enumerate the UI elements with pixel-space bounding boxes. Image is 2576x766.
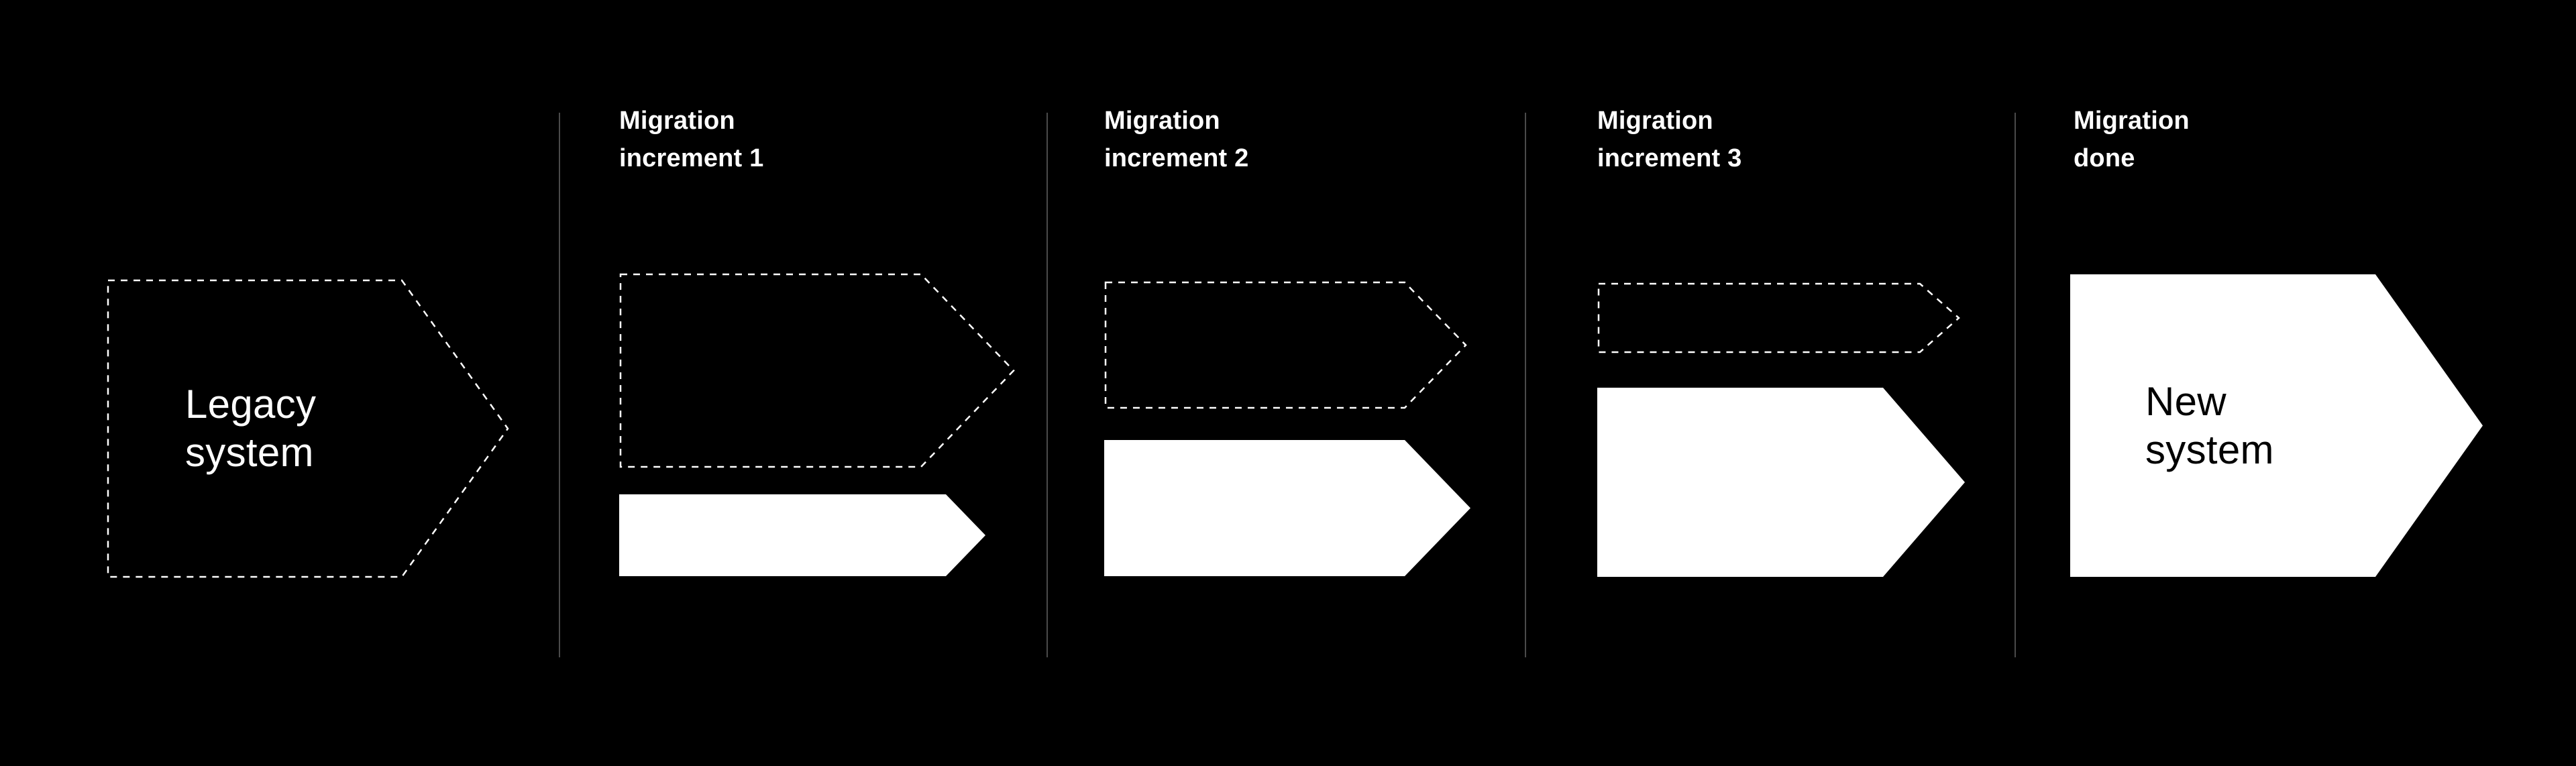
header-line: Migration: [2074, 107, 2190, 135]
dashed-arrow-shape: [1597, 282, 1960, 353]
solid-arrow-shape: [2070, 274, 2483, 577]
solid-arrow-shape: [619, 494, 985, 576]
panel-divider: [2015, 113, 2016, 657]
new-system-portion-arrow-increment-1: [619, 494, 985, 576]
header-line: Migration: [1104, 107, 1220, 135]
new-system-portion-arrow-increment-2: [1104, 440, 1470, 576]
new-system-arrow: [2070, 274, 2483, 577]
legacy-remaining-arrow-increment-3: [1597, 282, 1960, 353]
new-system-portion-arrow-increment-3: [1597, 388, 1965, 577]
legacy-system-arrow: [107, 279, 509, 578]
legacy-remaining-arrow-increment-1: [619, 273, 1015, 468]
panel-header-increment-1: Migration increment 1: [619, 102, 764, 177]
panel-header-increment-2: Migration increment 2: [1104, 102, 1249, 177]
panel-divider: [559, 113, 560, 657]
header-line: increment 3: [1597, 144, 1742, 172]
panel-divider: [1046, 113, 1048, 657]
dashed-arrow-shape: [619, 273, 1015, 468]
legacy-remaining-arrow-increment-2: [1104, 281, 1467, 409]
panel-header-done: Migration done: [2074, 102, 2190, 177]
header-line: Migration: [619, 107, 735, 135]
panel-header-increment-3: Migration increment 3: [1597, 102, 1742, 177]
dashed-arrow-shape: [1104, 281, 1467, 409]
solid-arrow-shape: [1104, 440, 1470, 576]
solid-arrow-shape: [1597, 388, 1965, 577]
header-line: increment 1: [619, 144, 764, 172]
header-line: Migration: [1597, 107, 1713, 135]
header-line: done: [2074, 144, 2135, 172]
dashed-arrow-shape: [107, 279, 509, 578]
panel-divider: [1525, 113, 1526, 657]
header-line: increment 2: [1104, 144, 1249, 172]
